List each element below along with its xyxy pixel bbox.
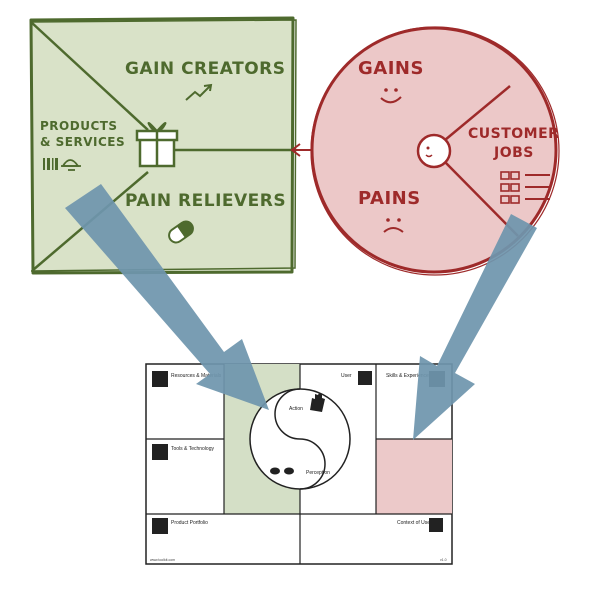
barcode-icon — [43, 158, 58, 170]
portfolio-label: Product Portfolio — [171, 520, 208, 526]
perception-label: Perception — [306, 470, 330, 476]
arrow-value-map-to-canvas — [65, 184, 269, 410]
customer-jobs-label-2: JOBS — [493, 145, 534, 161]
pain-relievers-label: PAIN RELIEVERS — [125, 191, 286, 211]
frown-icon — [383, 218, 404, 233]
tools-icon — [152, 444, 168, 460]
skills-label: Skills & Experience — [386, 373, 429, 379]
action-label: Action — [289, 406, 303, 412]
user-label: User — [341, 373, 352, 379]
products-services-label-2: & SERVICES — [40, 135, 125, 149]
tools-label: Tools & Technology — [171, 446, 214, 452]
service-icon — [61, 159, 81, 171]
arrow-customer-to-canvas — [413, 214, 537, 440]
trend-up-icon — [185, 83, 213, 101]
footer-left: www.toolkit.com — [150, 558, 175, 562]
resources-icon — [152, 371, 168, 387]
gift-icon — [135, 121, 179, 168]
user-icon — [358, 371, 372, 385]
eyes-icon — [270, 467, 294, 475]
product-canvas — [145, 363, 453, 565]
gain-creators-label: GAIN CREATORS — [125, 59, 285, 79]
pains-label: PAINS — [358, 188, 421, 209]
products-services-label-1: PRODUCTS — [40, 119, 118, 133]
smile-icon — [380, 88, 402, 104]
hand-icon — [310, 393, 325, 412]
pill-icon — [168, 220, 194, 244]
portfolio-icon — [152, 518, 168, 534]
gains-label: GAINS — [358, 58, 424, 79]
customer-profile — [310, 26, 560, 276]
resources-label: Resources & Materials — [171, 373, 222, 379]
context-label: Context of Use — [397, 520, 430, 526]
checklist-icon — [500, 171, 550, 204]
fit-arrowhead — [290, 143, 301, 157]
customer-jobs-label-1: CUSTOMER — [468, 126, 559, 142]
footer-right: v1.0 — [440, 558, 447, 562]
context-icon — [429, 518, 443, 532]
